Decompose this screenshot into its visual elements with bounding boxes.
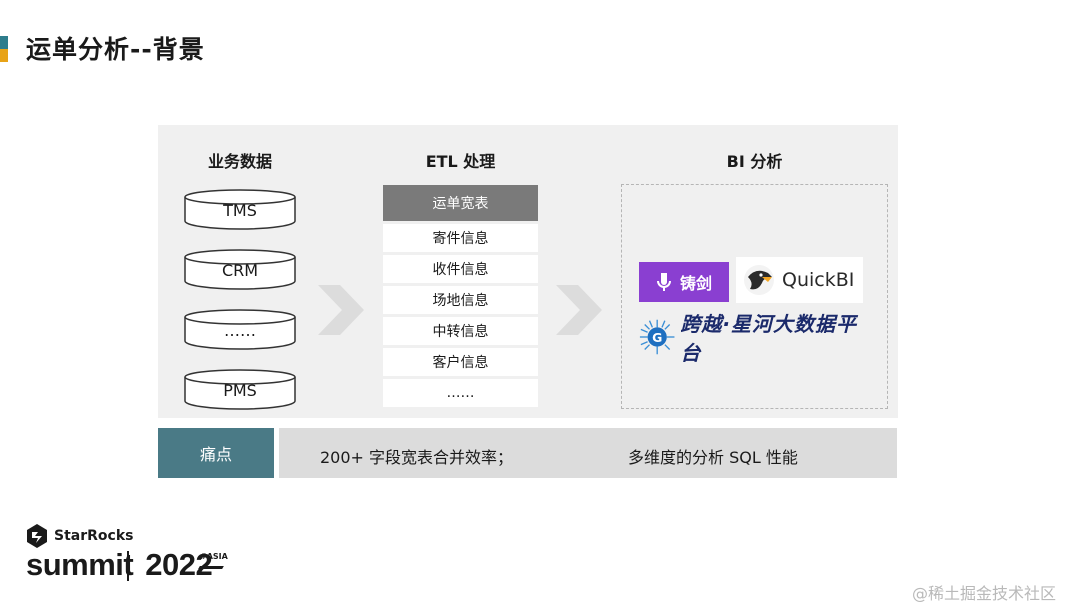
bi-header: BI 分析 [726, 152, 783, 171]
wide-table-row: 寄件信息 [383, 224, 538, 252]
summit-text: summit [26, 547, 134, 582]
database-cylinder-pms: PMS [184, 369, 296, 411]
kuayue-logo-text: 跨越·星河大数据平台 [680, 312, 857, 365]
etl-header: ETL 处理 [425, 152, 496, 171]
zhujian-logo-text: 铸剑 [679, 274, 712, 293]
wide-table-row: 中转信息 [383, 317, 538, 345]
wide-table-row: 收件信息 [383, 255, 538, 283]
wide-table-header: 运单宽表 [383, 185, 538, 221]
quickbi-bird-icon [744, 265, 774, 295]
quickbi-logo-text: QuickBI [782, 269, 855, 291]
database-label: …… [224, 321, 256, 340]
starrocks-brand: StarRocks [54, 528, 134, 544]
asia-underline [198, 566, 224, 569]
chevron-right-icon [318, 285, 364, 335]
database-label: TMS [223, 201, 257, 220]
zhujian-logo-icon [656, 273, 671, 291]
database-cylinder-crm: CRM [184, 249, 296, 291]
wide-table-row: 场地信息 [383, 286, 538, 314]
business-data-header: 业务数据 [207, 152, 272, 171]
wide-table-row: 客户信息 [383, 348, 538, 376]
summit-separator [127, 551, 129, 581]
svg-text:G: G [652, 330, 662, 345]
page-title: 运单分析--背景 [26, 35, 205, 64]
bi-tools-box [621, 184, 888, 409]
database-cylinder-tms: TMS [184, 189, 296, 231]
starrocks-logo-icon [27, 524, 47, 548]
database-label: CRM [221, 261, 259, 280]
asia-tag: #ASIA [200, 552, 228, 561]
wide-table-row: …… [383, 379, 538, 407]
pain-point-item: 多维度的分析 SQL 性能 [628, 448, 798, 467]
kuayue-logo: G 跨越·星河大数据平台 [638, 312, 870, 365]
summit-year: 2022 [145, 547, 213, 582]
database-cylinder-more: …… [184, 309, 296, 351]
wide-table-rows: 寄件信息 收件信息 场地信息 中转信息 客户信息 …… [383, 224, 538, 410]
pain-point-bar [279, 428, 897, 478]
zhujian-logo: 铸剑 [639, 262, 729, 302]
chevron-right-icon [556, 285, 602, 335]
kuayue-g-icon: G [639, 319, 675, 355]
pain-point-item: 200+ 字段宽表合并效率； [320, 448, 514, 467]
quickbi-logo: QuickBI [736, 257, 863, 303]
watermark: @稀土掘金技术社区 [912, 584, 1057, 603]
database-label: PMS [223, 381, 257, 400]
summit-wordmark: summit 2022 [26, 547, 213, 583]
pain-point-label: 痛点 [158, 428, 274, 478]
title-marker [0, 36, 8, 62]
